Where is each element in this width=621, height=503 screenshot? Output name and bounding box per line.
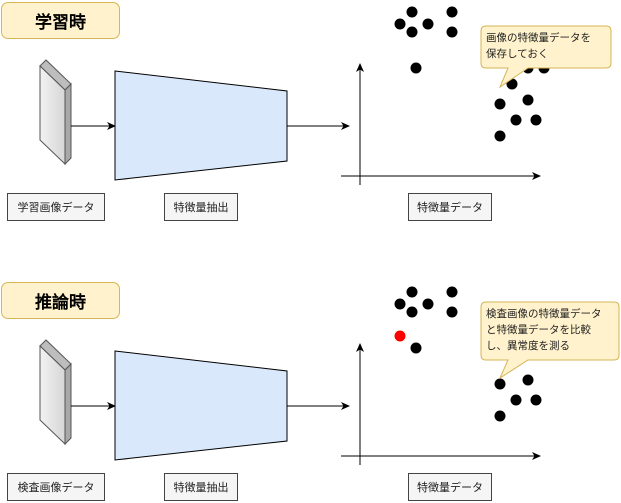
training-normal-feature-point [446, 6, 458, 18]
inference-normal-feature-point [530, 394, 542, 406]
inference-normal-feature-point [522, 374, 534, 386]
training-normal-feature-point [406, 6, 418, 18]
inference-note-callout [480, 301, 620, 380]
training-normal-feature-point [522, 94, 534, 106]
training-feature-label: 特徴量データ [408, 193, 492, 221]
inference-normal-feature-point [394, 298, 406, 310]
training-normal-feature-point [446, 26, 458, 38]
inference-normal-feature-point [422, 298, 434, 310]
training-normal-feature-point [494, 98, 506, 110]
inference-normal-feature-point [406, 286, 418, 298]
training-extractor-label: 特徴量抽出 [164, 193, 238, 221]
inference-title: 推論時 [1, 282, 120, 319]
inference-feature-label: 特徴量データ [408, 473, 492, 501]
inference-note-text: 検査画像の特徴量データ と特徴量データを比較 し、異常度を測る [486, 308, 602, 352]
inference-normal-feature-point [446, 286, 458, 298]
training-normal-feature-point [422, 18, 434, 30]
inference-normal-feature-point [446, 306, 458, 318]
training-normal-feature-point [510, 114, 522, 126]
inference-extractor-label: 特徴量抽出 [164, 473, 238, 501]
training-normal-feature-point [530, 114, 542, 126]
training-normal-feature-point [406, 26, 418, 38]
training-input-image-stack [39, 59, 72, 166]
training-note-callout [480, 25, 612, 89]
inference-normal-feature-point [410, 342, 422, 354]
training-title: 学習時 [1, 2, 120, 39]
training-normal-feature-point [494, 130, 506, 142]
training-normal-feature-point [394, 18, 406, 30]
inference-normal-feature-point [494, 378, 506, 390]
inference-normal-feature-point [406, 306, 418, 318]
training-feature-plot-axes [341, 63, 541, 185]
inference-normal-feature-point [510, 394, 522, 406]
inference-feature-extractor [114, 350, 288, 461]
training-input-label: 学習画像データ [7, 193, 105, 221]
inference-feature-plot-axes [341, 343, 541, 465]
training-normal-feature-point [410, 62, 422, 74]
inference-anomaly-feature-point [394, 330, 406, 342]
training-feature-extractor [114, 70, 288, 181]
inference-input-label: 検査画像データ [7, 473, 105, 501]
inference-normal-feature-point [494, 410, 506, 422]
training-note-text: 画像の特徴量データを 保存しておく [486, 32, 591, 60]
inference-input-image-stack [39, 339, 72, 446]
